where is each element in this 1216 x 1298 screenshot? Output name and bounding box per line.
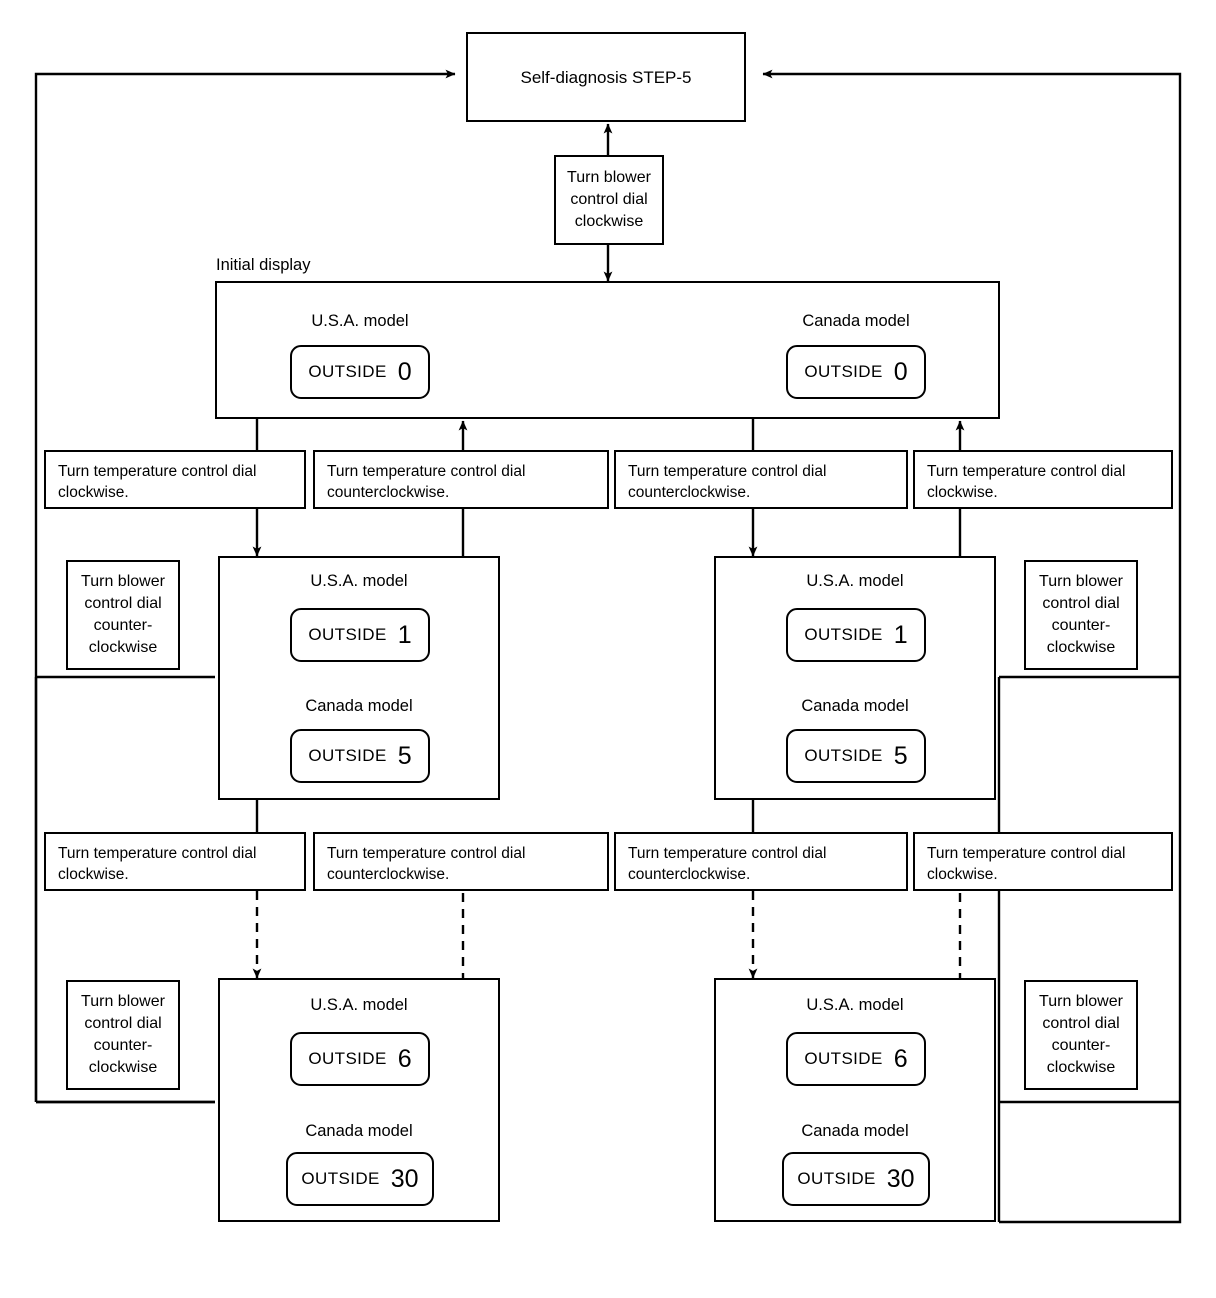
action-row2-col1: Turn temperature control dial clockwise.: [44, 832, 306, 891]
action-row1-col4-label: Turn temperature control dial clockwise.: [927, 463, 1126, 501]
step2-left-usa-label: U.S.A. model: [310, 996, 408, 1014]
step1-left-canada-lcd: OUTSIDE 5: [290, 729, 430, 783]
initial-canada-lcd: OUTSIDE 0: [786, 345, 926, 399]
node-blower-ccw-right-upper: Turn blower control dial counter-clockwi…: [1024, 560, 1138, 670]
initial-usa-model-label: U.S.A. model: [311, 312, 409, 330]
step1-left-usa-lcd: OUTSIDE 1: [290, 608, 430, 662]
blower-ccw-right-lower-label: Turn blower control dial counter-clockwi…: [1039, 993, 1123, 1076]
initial-canada-model-label: Canada model: [802, 312, 910, 330]
action-row2-col2: Turn temperature control dial counterclo…: [313, 832, 609, 891]
step2-left-canada-lcd-value: 30: [390, 1164, 419, 1193]
step1-right-usa-lcd: OUTSIDE 1: [786, 608, 926, 662]
blower-ccw-right-upper-label: Turn blower control dial counter-clockwi…: [1039, 573, 1123, 656]
step2-right-canada-lcd-outside: OUTSIDE: [797, 1169, 876, 1188]
action-row1-col3: Turn temperature control dial counterclo…: [614, 450, 908, 509]
step1-right-usa-lcd-outside: OUTSIDE: [804, 625, 883, 644]
initial-usa-lcd: OUTSIDE 0: [290, 345, 430, 399]
action-row1-col4: Turn temperature control dial clockwise.: [913, 450, 1173, 509]
initial-display-caption: Initial display: [216, 256, 311, 274]
step1-right-canada-lcd-value: 5: [893, 741, 908, 770]
step1-right-usa-label: U.S.A. model: [806, 572, 904, 590]
step2-right-usa-lcd: OUTSIDE 6: [786, 1032, 926, 1086]
node-self-diagnosis: Self-diagnosis STEP-5: [466, 32, 746, 122]
action-row1-col1-label: Turn temperature control dial clockwise.: [58, 463, 257, 501]
step2-left-canada-label: Canada model: [305, 1122, 413, 1140]
step1-right-canada-lcd: OUTSIDE 5: [786, 729, 926, 783]
step1-right-canada-label: Canada model: [801, 697, 909, 715]
step2-right-canada-lcd: OUTSIDE 30: [782, 1152, 930, 1206]
blower-clockwise-label: Turn blower control dial clockwise: [567, 169, 651, 230]
action-row1-col2: Turn temperature control dial counterclo…: [313, 450, 609, 509]
node-step1-right: [714, 556, 996, 800]
initial-canada-lcd-outside: OUTSIDE: [804, 362, 883, 381]
step1-left-usa-lcd-value: 1: [397, 620, 412, 649]
step2-left-usa-lcd: OUTSIDE 6: [290, 1032, 430, 1086]
step2-right-usa-label: U.S.A. model: [806, 996, 904, 1014]
step1-right-usa-lcd-value: 1: [893, 620, 908, 649]
action-row2-col2-label: Turn temperature control dial counterclo…: [327, 845, 526, 883]
node-blower-ccw-left-lower: Turn blower control dial counter-clockwi…: [66, 980, 180, 1090]
node-blower-ccw-left-upper: Turn blower control dial counter-clockwi…: [66, 560, 180, 670]
blower-ccw-left-lower-label: Turn blower control dial counter-clockwi…: [81, 993, 165, 1076]
initial-canada-lcd-value: 0: [893, 357, 908, 386]
step2-right-canada-lcd-value: 30: [886, 1164, 915, 1193]
step1-left-usa-label: U.S.A. model: [310, 572, 408, 590]
action-row1-col1: Turn temperature control dial clockwise.: [44, 450, 306, 509]
blower-ccw-left-upper-label: Turn blower control dial counter-clockwi…: [81, 573, 165, 656]
step1-left-canada-lcd-outside: OUTSIDE: [308, 746, 387, 765]
step2-right-usa-lcd-value: 6: [893, 1044, 908, 1073]
step1-right-canada-lcd-outside: OUTSIDE: [804, 746, 883, 765]
node-blower-ccw-right-lower: Turn blower control dial counter-clockwi…: [1024, 980, 1138, 1090]
action-row2-col3: Turn temperature control dial counterclo…: [614, 832, 908, 891]
action-row1-col3-label: Turn temperature control dial counterclo…: [628, 463, 827, 501]
step2-left-usa-lcd-value: 6: [397, 1044, 412, 1073]
action-row2-col4-label: Turn temperature control dial clockwise.: [927, 845, 1126, 883]
step1-left-usa-lcd-outside: OUTSIDE: [308, 625, 387, 644]
initial-usa-lcd-outside: OUTSIDE: [308, 362, 387, 381]
action-row2-col1-label: Turn temperature control dial clockwise.: [58, 845, 257, 883]
step2-left-usa-lcd-outside: OUTSIDE: [308, 1049, 387, 1068]
action-row2-col4: Turn temperature control dial clockwise.: [913, 832, 1173, 891]
step1-left-canada-label: Canada model: [305, 697, 413, 715]
step2-left-canada-lcd-outside: OUTSIDE: [301, 1169, 380, 1188]
node-step2-left: [218, 978, 500, 1222]
step2-right-canada-label: Canada model: [801, 1122, 909, 1140]
initial-usa-lcd-value: 0: [397, 357, 412, 386]
step2-right-usa-lcd-outside: OUTSIDE: [804, 1049, 883, 1068]
step1-left-canada-lcd-value: 5: [397, 741, 412, 770]
step2-left-canada-lcd: OUTSIDE 30: [286, 1152, 434, 1206]
self-diagnosis-label: Self-diagnosis STEP-5: [520, 67, 692, 87]
node-blower-clockwise: Turn blower control dial clockwise: [554, 155, 664, 245]
action-row1-col2-label: Turn temperature control dial counterclo…: [327, 463, 526, 501]
action-row2-col3-label: Turn temperature control dial counterclo…: [628, 845, 827, 883]
